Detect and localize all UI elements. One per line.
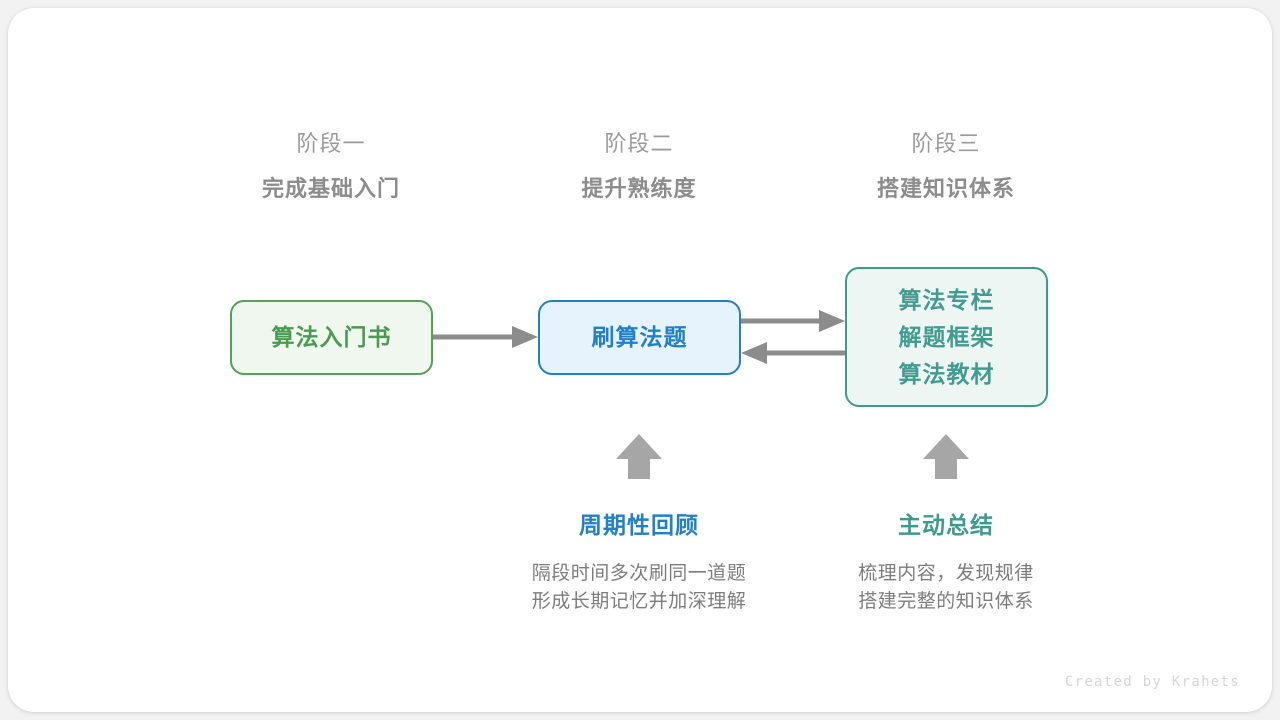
stage-index-3: 阶段三: [911, 131, 981, 156]
node-learning-resources[interactable]: 算法专栏 解题框架 算法教材: [845, 267, 1048, 407]
node-practice-problems[interactable]: 刷算法题: [538, 300, 741, 375]
stage-header-1: 阶段一 完成基础入门: [201, 129, 461, 205]
node-label-3: 算法教材: [898, 360, 995, 387]
stage-title-1: 完成基础入门: [261, 176, 400, 201]
annotation-description-line-2: 搭建完整的知识体系: [858, 591, 1034, 612]
node-label: 刷算法题: [591, 324, 688, 350]
stage-header-3: 阶段三 搭建知识体系: [816, 129, 1076, 205]
annotation-description: 隔段时间多次刷同一道题 形成长期记忆并加深理解: [479, 560, 799, 616]
annotation-periodic-review: 周期性回顾 隔段时间多次刷同一道题 形成长期记忆并加深理解: [479, 510, 799, 616]
stage-title-3: 搭建知识体系: [876, 176, 1015, 201]
annotation-description-line-2: 形成长期记忆并加深理解: [531, 591, 747, 612]
annotation-title: 周期性回顾: [579, 512, 699, 538]
node-algorithm-intro-book[interactable]: 算法入门书: [230, 300, 433, 375]
stage-index-1: 阶段一: [296, 131, 366, 156]
annotation-title: 主动总结: [898, 512, 994, 538]
annotation-description: 梳理内容，发现规律 搭建完整的知识体系: [786, 560, 1106, 616]
stage-header-2: 阶段二 提升熟练度: [509, 129, 769, 205]
footer-credit: Created by Krahets: [1064, 674, 1240, 690]
stage-index-2: 阶段二: [604, 131, 674, 156]
annotation-active-summary: 主动总结 梳理内容，发现规律 搭建完整的知识体系: [786, 510, 1106, 616]
annotation-description-line-1: 梳理内容，发现规律: [858, 563, 1034, 584]
stage-title-2: 提升熟练度: [581, 176, 697, 201]
node-label: 算法入门书: [271, 324, 392, 350]
node-label-1: 算法专栏: [898, 286, 995, 313]
node-label-2: 解题框架: [898, 323, 995, 350]
annotation-description-line-1: 隔段时间多次刷同一道题: [531, 563, 747, 584]
